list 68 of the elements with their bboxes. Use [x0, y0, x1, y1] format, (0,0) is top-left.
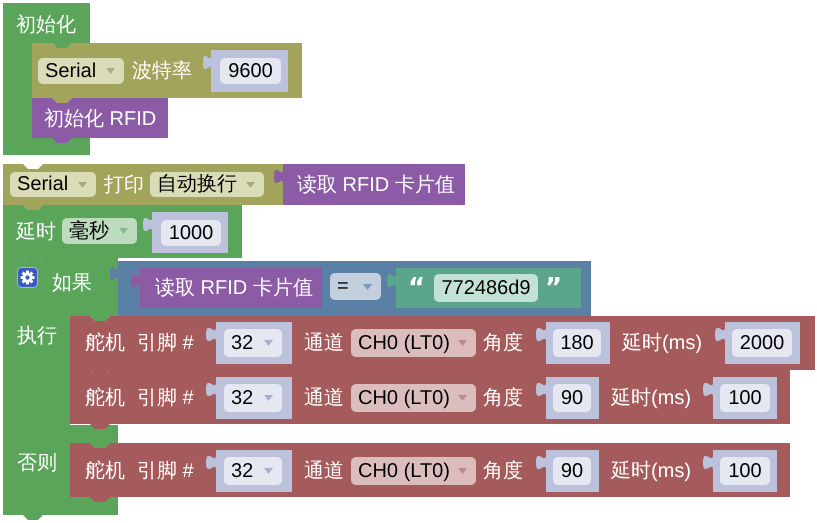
dropdown: Serial: [10, 172, 96, 197]
code-block: [70, 443, 790, 502]
value-socket: [206, 377, 292, 419]
code-block: [32, 43, 302, 103]
value-socket: [703, 450, 777, 492]
number-field: 1000: [161, 220, 221, 246]
value-socket: [536, 450, 599, 492]
block-label: 引脚 #: [137, 331, 194, 355]
code-block: [274, 164, 465, 205]
value-socket: [206, 322, 292, 364]
number-field: 180: [553, 329, 601, 357]
block-label: 初始化 RFID: [44, 107, 156, 131]
block-label: 否则: [17, 451, 57, 475]
block-label: 舵机: [85, 459, 125, 483]
dropdown: CH0 (LT0): [351, 457, 476, 485]
block-label: 初始化: [16, 13, 76, 37]
number-field: 100: [720, 457, 770, 485]
block-label: 读取 RFID 卡片值: [155, 276, 313, 300]
quote-mark: ”: [545, 275, 562, 301]
dropdown: 32: [224, 329, 282, 357]
block-label: 通道: [304, 459, 344, 483]
dropdown: =: [330, 273, 381, 300]
block-label: 延时(ms): [622, 331, 702, 355]
dropdown: CH0 (LT0): [351, 329, 476, 357]
value-socket: [206, 450, 292, 492]
block-label: 通道: [304, 331, 344, 355]
block-label: 引脚 #: [137, 459, 194, 483]
value-socket: [536, 322, 610, 364]
code-block: [110, 261, 591, 316]
block-label: 舵机: [85, 386, 125, 410]
block-label: 如果: [52, 271, 92, 295]
value-socket: [203, 50, 288, 92]
code-block: [387, 268, 581, 308]
block-label: 延时(ms): [611, 459, 691, 483]
block-label: 波特率: [132, 59, 192, 83]
code-block: [131, 268, 322, 308]
number-field: 90: [553, 384, 591, 412]
dropdown: CH0 (LT0): [351, 384, 476, 412]
text-field: 772486d9: [434, 274, 538, 302]
quote-mark: “: [408, 275, 426, 301]
number-field: 2000: [732, 329, 792, 357]
dropdown: Serial: [38, 58, 124, 84]
block-label: 打印: [104, 173, 144, 197]
code-block: [70, 370, 790, 429]
number-field: 100: [720, 384, 770, 412]
dropdown: 32: [224, 457, 282, 485]
block-label: 引脚 #: [137, 386, 194, 410]
number-field: 90: [553, 457, 591, 485]
dropdown: 自动换行: [150, 172, 264, 197]
code-block: [3, 205, 242, 263]
block-label: 舵机: [85, 331, 125, 355]
value-socket: [536, 377, 599, 419]
value-socket: [703, 377, 777, 419]
block-label: 角度: [483, 331, 523, 355]
block-label: 延时(ms): [611, 386, 691, 410]
block-label: 角度: [483, 459, 523, 483]
block-label: 角度: [483, 386, 523, 410]
number-field: 9600: [220, 58, 281, 84]
code-block: [70, 316, 815, 375]
value-socket: [715, 322, 800, 364]
dropdown: 32: [224, 384, 282, 412]
block-label: 通道: [304, 386, 344, 410]
dropdown: 毫秒: [62, 218, 137, 244]
block-label: 延时: [16, 220, 56, 244]
block-label: 执行: [17, 324, 57, 348]
code-block: [32, 98, 168, 143]
value-socket: [143, 212, 228, 253]
block-label: 读取 RFID 卡片值: [297, 173, 455, 197]
